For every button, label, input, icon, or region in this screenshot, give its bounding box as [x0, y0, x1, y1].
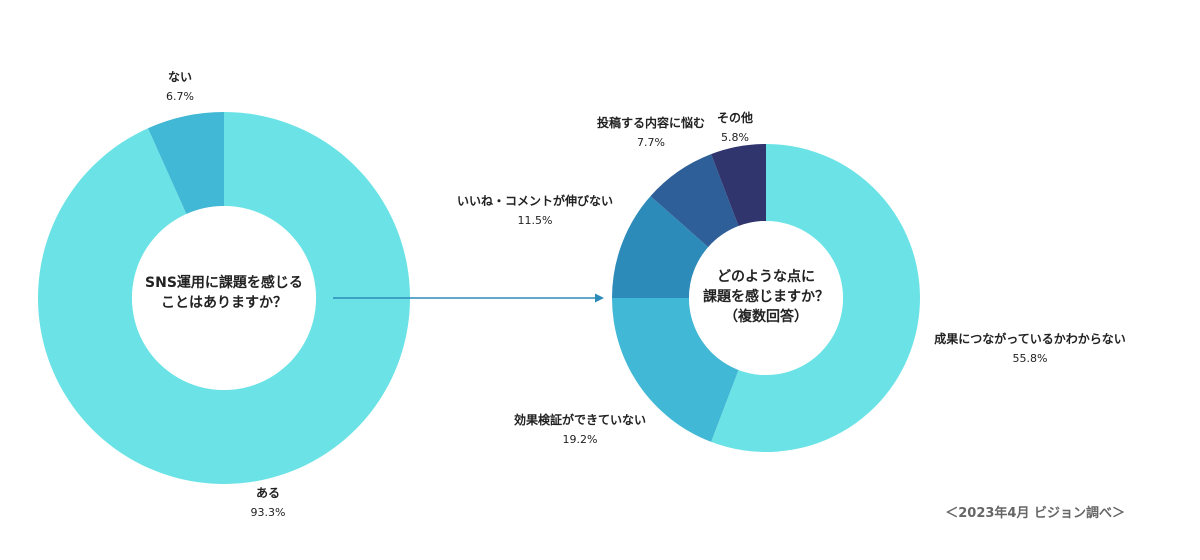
pie-slice — [147, 112, 224, 215]
donut-hole — [689, 221, 843, 375]
slice-value-label: 93.3% — [251, 506, 286, 519]
pie-slice — [37, 112, 410, 485]
slice-label: 効果検証ができていない — [514, 412, 646, 427]
slice-label: ない — [168, 70, 192, 84]
donut-center-text: ことはありますか？ — [161, 295, 287, 311]
pie-slice — [711, 144, 920, 452]
donut-center-text: どのような点に — [717, 268, 815, 285]
slice-value-label: 19.2% — [563, 433, 598, 446]
donut-center-text: 課題を感じますか？ — [703, 288, 829, 305]
pie-slice — [612, 196, 709, 298]
slice-value-label: 55.8% — [1013, 352, 1048, 365]
slice-value-label: 11.5% — [518, 214, 553, 227]
slice-label: その他 — [717, 110, 753, 125]
slice-label: ある — [256, 486, 280, 500]
donut-chart-issue-details: 成果につながっているかわからない 55.8% 効果検証ができていない 19.2% いいね… — [457, 110, 1126, 452]
slice-value-label: 6.7% — [166, 90, 194, 103]
pie-slice — [711, 144, 766, 227]
donut-center-text: （複数回答） — [724, 308, 808, 325]
connector-arrow — [333, 293, 604, 303]
pie-slice — [650, 154, 739, 248]
slice-label: いいね・コメントが伸びない — [457, 193, 613, 208]
source-note: ＜2023年4月 ビジョン調べ＞ — [945, 505, 1125, 521]
connector-arrow-head — [595, 293, 604, 303]
slice-value-label: 7.7% — [637, 136, 665, 149]
donut-center-text: SNS運用に課題を感じる — [145, 274, 303, 291]
donut-hole — [132, 206, 316, 390]
slice-value-label: 5.8% — [721, 131, 749, 144]
slice-label: 成果につながっているかわからない — [934, 331, 1125, 346]
slice-label: 投稿する内容に悩む — [597, 115, 705, 130]
pie-slice — [612, 298, 739, 442]
